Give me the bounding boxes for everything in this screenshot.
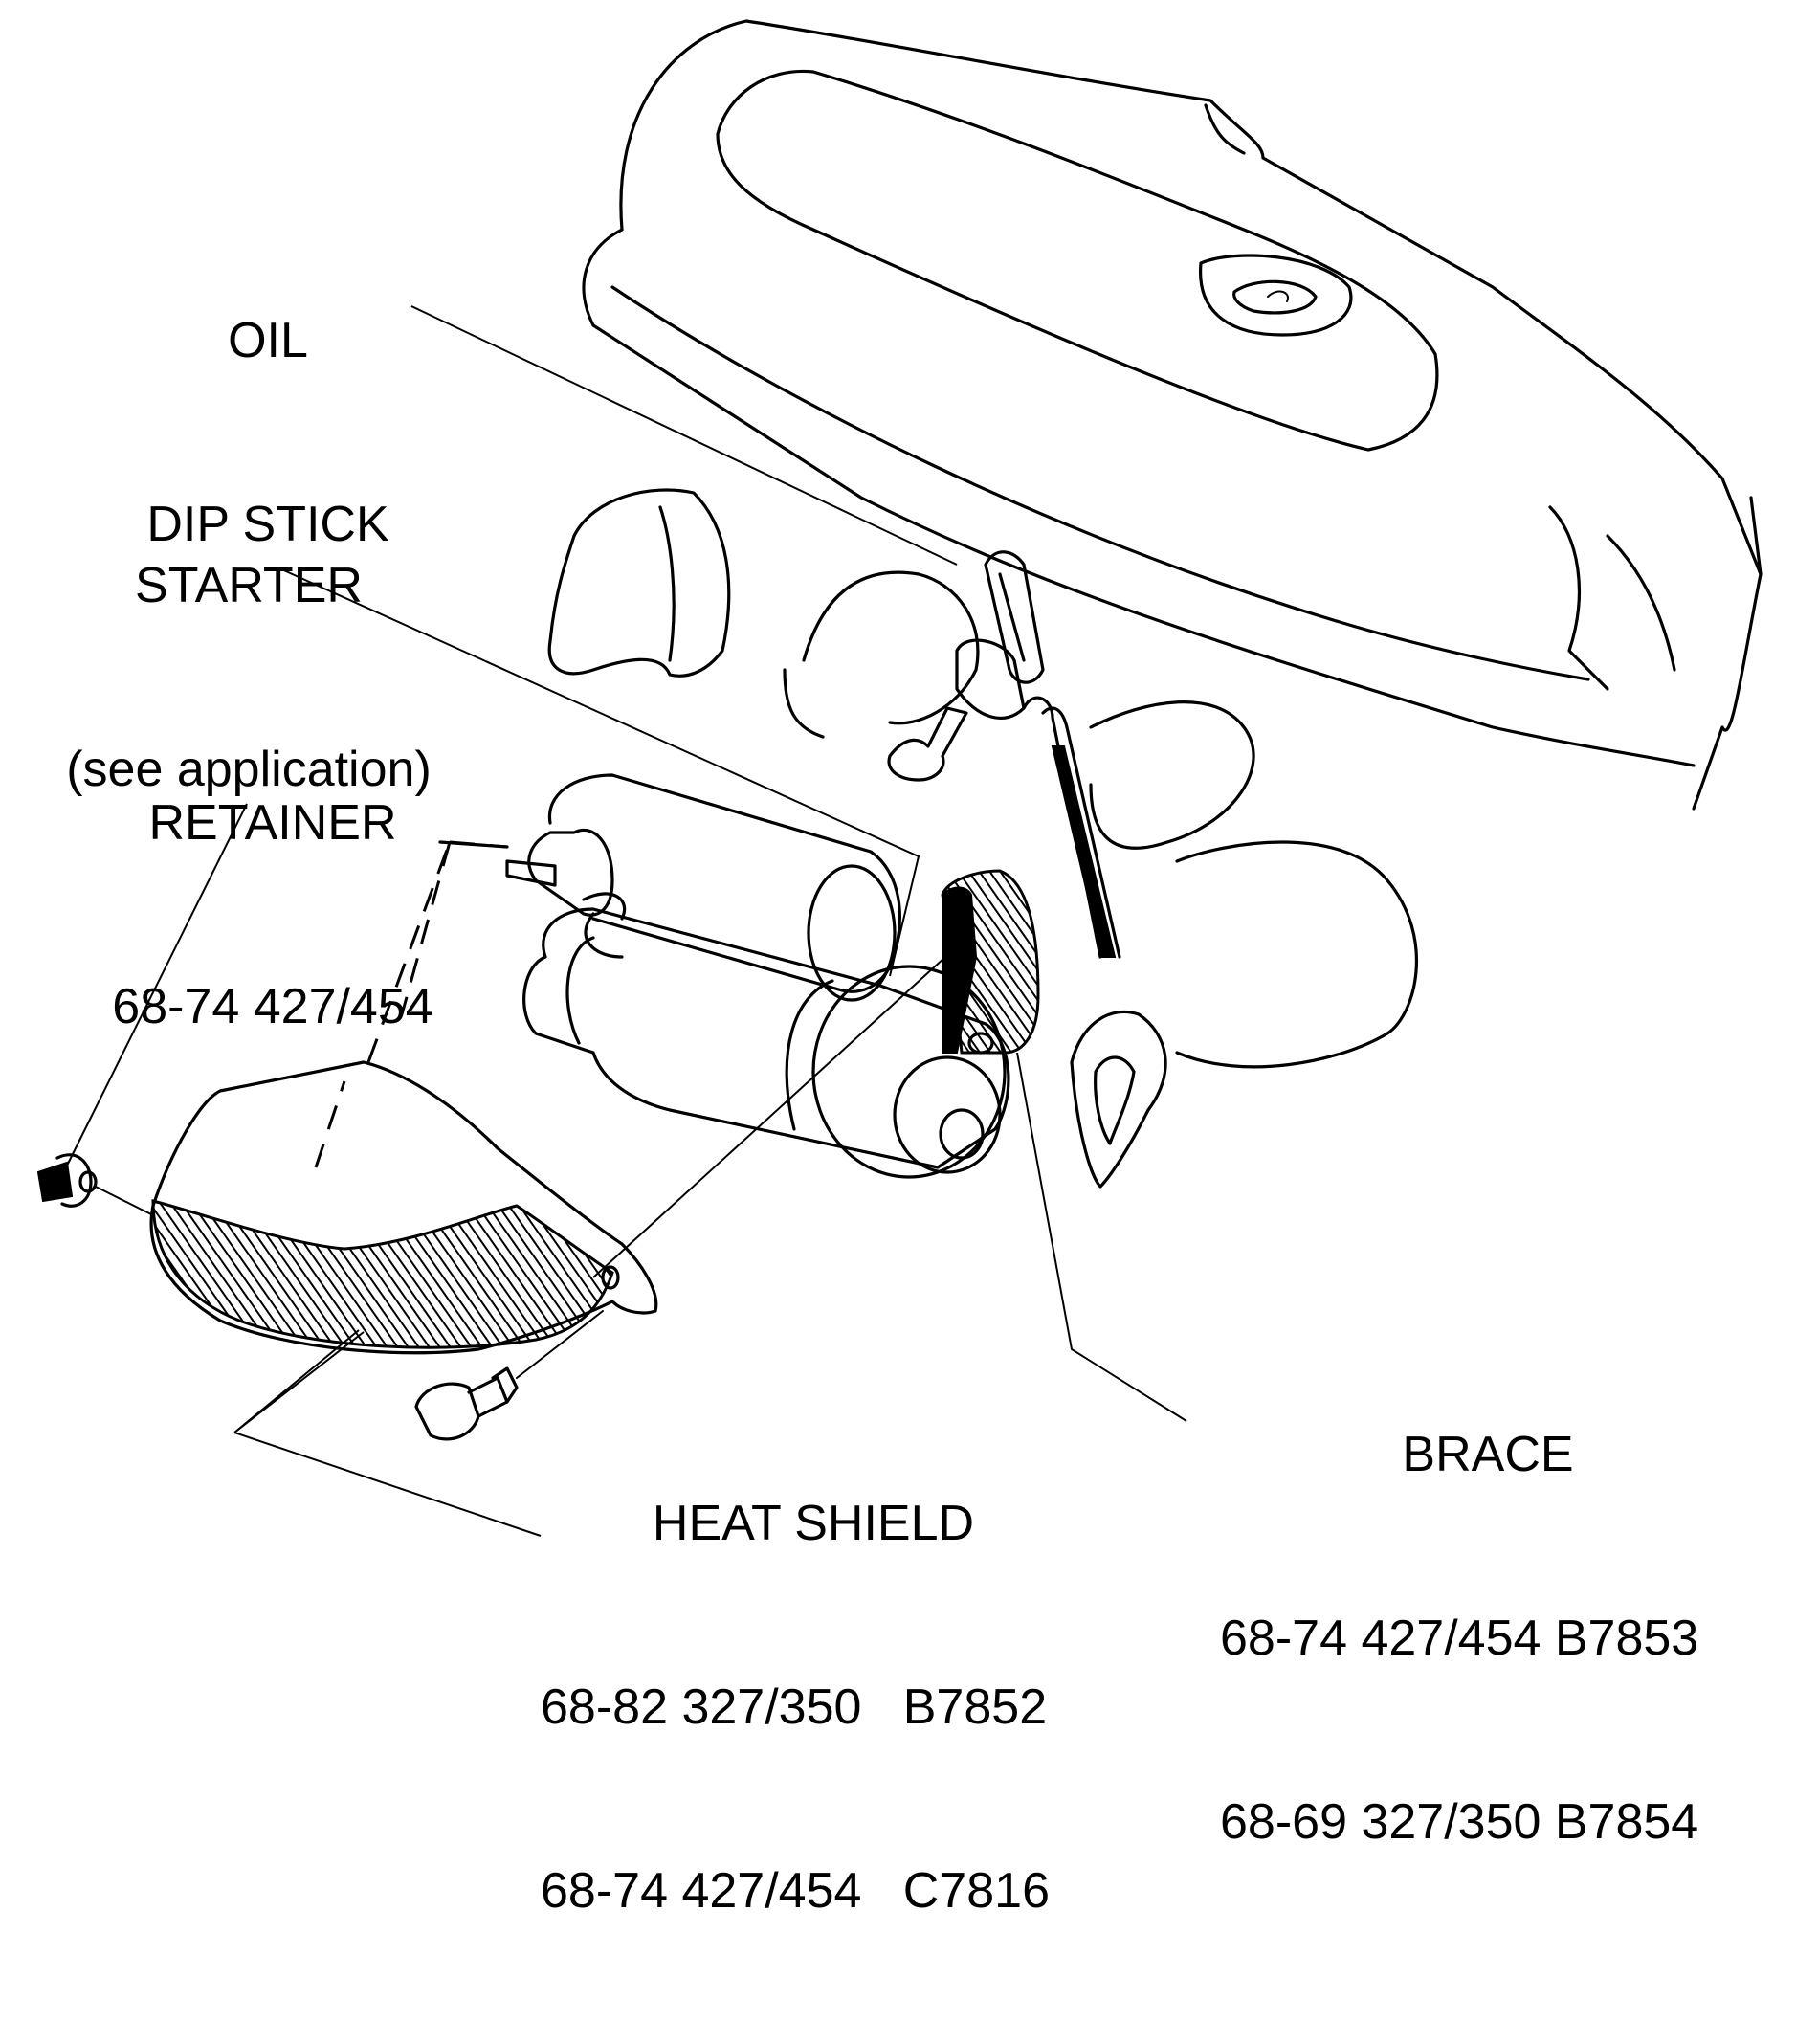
retainer-label-line-1: RETAINER — [148, 795, 397, 851]
retainer-drawing — [36, 1153, 154, 1216]
heat-shield-label-line-2: 68-82 327/350 B7852 — [541, 1679, 1048, 1735]
oil-dip-stick-label-line-1: OIL — [228, 313, 308, 368]
oil-dip-stick-label-line-2: DIP STICK — [146, 497, 389, 552]
oil-dip-stick-drawing — [887, 550, 1167, 1189]
heat-shield-label-line-3: 68-74 427/454 C7816 — [541, 1863, 1050, 1919]
heat-shield-drawing — [149, 840, 658, 1355]
retainer-label: RETAINER 68-74 427/454 — [86, 670, 459, 1160]
starter-drawing — [505, 773, 1010, 1179]
brace-label-line-2: 68-74 427/454 B7853 — [1220, 1611, 1699, 1666]
parts-diagram: OIL DIP STICK STARTER (see application) … — [36, 19, 1763, 1919]
exhaust-manifold-drawing — [547, 488, 1418, 1069]
heat-shield-label: HEAT SHIELD 68-82 327/350 B7852 68-74 42… — [541, 1370, 1115, 2044]
retainer-label-line-2: 68-74 427/454 — [112, 979, 433, 1034]
brace-label-line-3: 68-69 327/350 B7854 — [1220, 1794, 1699, 1850]
bolt-drawing — [414, 1310, 604, 1441]
brace-drawing — [941, 869, 1040, 1055]
leader-lines — [66, 305, 1187, 1537]
valve-cover-drawing — [582, 19, 1763, 811]
starter-label-line-2: (see application) — [66, 742, 432, 797]
brace-label-line-1: BRACE — [1402, 1427, 1574, 1482]
starter-label-line-1: STARTER — [135, 558, 363, 613]
oil-dip-stick-label: OIL DIP STICK — [124, 188, 411, 678]
brace-label: BRACE 68-74 427/454 B7853 68-69 327/350 … — [1220, 1301, 1785, 1975]
heat-shield-label-line-1: HEAT SHIELD — [652, 1496, 975, 1551]
diagram-artwork — [36, 19, 1763, 1537]
starter-label: STARTER (see application) — [38, 433, 459, 922]
